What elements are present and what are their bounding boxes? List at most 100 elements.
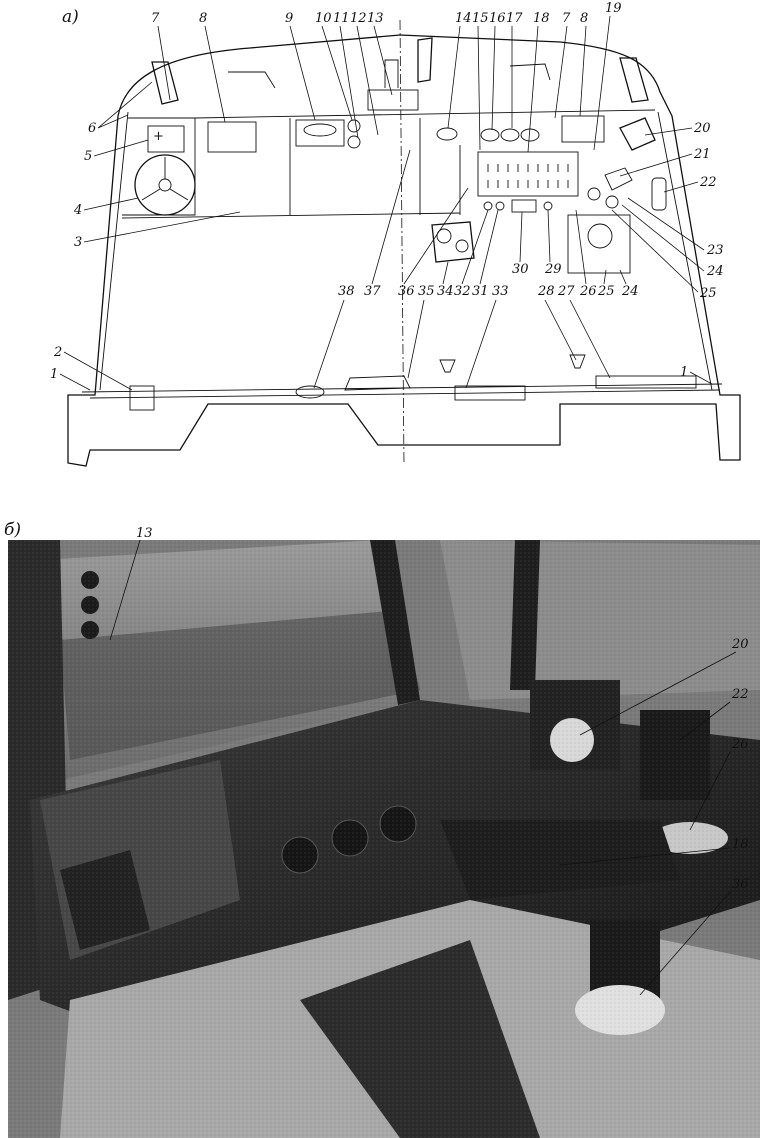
- block-32: [511, 199, 537, 213]
- callout-33: 31: [472, 284, 489, 299]
- vent-37: [344, 375, 411, 391]
- callout-3: 3: [74, 235, 82, 250]
- box-13: [367, 89, 419, 111]
- box-5: [147, 125, 185, 153]
- right-pillar: [657, 111, 713, 391]
- callout-7-left: 7: [151, 11, 160, 26]
- light-16: [500, 128, 520, 142]
- box-9: [295, 119, 345, 147]
- handbrake-wheel-spokes: [141, 157, 189, 201]
- callouts-a: 7 8 9 10 11 12 13 14 15 16 17 18 7: [50, 1, 724, 391]
- wiper-right: [509, 63, 551, 81]
- callout-5: 5: [84, 149, 92, 164]
- callout-39: 37: [364, 284, 381, 299]
- rod-13: [384, 59, 399, 88]
- panel-b-photo: б): [4, 520, 760, 1138]
- callout-27: 25: [597, 284, 615, 299]
- photo-callout-13: 13: [136, 526, 153, 541]
- callout-10: 10: [315, 11, 332, 26]
- lamp-30: [569, 354, 586, 369]
- callout-35: 33: [492, 284, 509, 299]
- photo-callout-36: 36: [732, 877, 749, 892]
- switch-row: [487, 164, 569, 188]
- terminal-strip-29: [595, 375, 697, 389]
- console-front-edge: [121, 212, 461, 219]
- callout-37: 35: [418, 284, 435, 299]
- left-pillar: [99, 111, 129, 391]
- foot-pedal-2: [129, 385, 155, 411]
- controller-knob: [436, 228, 452, 244]
- plus-sign: +: [153, 129, 164, 144]
- callout-1-right: 1: [680, 365, 688, 380]
- gauge-11: [347, 135, 361, 149]
- callout-8-left: 8: [199, 11, 207, 26]
- light-15: [480, 128, 500, 142]
- callout-8-right: 8: [580, 11, 588, 26]
- callout-22: 22: [699, 175, 717, 190]
- button-34: [483, 201, 493, 211]
- callout-14: 14: [455, 11, 472, 26]
- oval-9: [303, 123, 337, 137]
- heater-35: [454, 385, 526, 401]
- button-28: [587, 187, 601, 201]
- callout-13: 13: [367, 11, 384, 26]
- callout-2: 2: [53, 345, 62, 360]
- callout-40: 38: [338, 284, 355, 299]
- window-latch-left: [151, 61, 179, 105]
- console-top-edge: [194, 109, 656, 119]
- callout-9: 9: [285, 11, 293, 26]
- left-console-panel: [122, 117, 196, 216]
- callout-19: 19: [605, 1, 622, 16]
- gauge-26: [587, 223, 613, 249]
- callout-23: 23: [706, 243, 724, 258]
- callout-16: 16: [489, 11, 506, 26]
- panel-a-drawing: а) +: [50, 1, 741, 467]
- block-26: [567, 214, 631, 274]
- callout-21: 21: [693, 147, 711, 162]
- horn-pedal-40: [295, 385, 325, 399]
- panel-b-label: б): [4, 520, 21, 540]
- handbrake-wheel: [134, 154, 196, 216]
- callout-32: 30: [512, 262, 529, 277]
- film-grain: [8, 540, 760, 1138]
- callout-6: 6: [88, 121, 96, 136]
- device-20: [619, 117, 656, 151]
- light-14: [436, 127, 458, 141]
- photo-callout-20: 20: [731, 637, 749, 652]
- centerline: [399, 19, 405, 466]
- callout-31: 29: [544, 262, 562, 277]
- lamp-35: [439, 359, 456, 373]
- button-31: [543, 201, 553, 211]
- cab-outline: [67, 34, 741, 467]
- handle-22: [651, 177, 667, 211]
- callout-1-left: 1: [50, 367, 58, 382]
- callout-7-right: 7: [562, 11, 571, 26]
- callout-38: 36: [398, 284, 415, 299]
- button-27: [605, 195, 619, 209]
- callouts-b: 13 20 22 26 18 36: [109, 526, 749, 996]
- handbrake-wheel-hub: [158, 178, 172, 192]
- callout-18: 18: [533, 11, 550, 26]
- device-21: [604, 167, 633, 191]
- callout-36: 34: [437, 284, 454, 299]
- callout-11: 11: [333, 11, 350, 26]
- controller-36: [431, 221, 475, 263]
- callout-4: 4: [73, 203, 82, 218]
- photo-callout-22: 22: [731, 687, 749, 702]
- callout-30: 28: [537, 284, 555, 299]
- wiper-left: [228, 71, 276, 89]
- box-8-right: [561, 115, 605, 143]
- callout-20: 20: [693, 121, 711, 136]
- switch-panel-18: [477, 151, 579, 197]
- window-latch-center: [417, 37, 433, 83]
- callout-24: 24: [706, 264, 724, 279]
- callout-26: 24: [621, 284, 639, 299]
- callout-29: 27: [557, 284, 575, 299]
- callout-25: 25: [699, 286, 717, 301]
- callout-17: 17: [506, 11, 523, 26]
- window-latch-right: [619, 57, 649, 103]
- callout-28: 26: [579, 284, 597, 299]
- panel-a-label: а): [62, 7, 79, 27]
- dashboard-base: [89, 389, 721, 399]
